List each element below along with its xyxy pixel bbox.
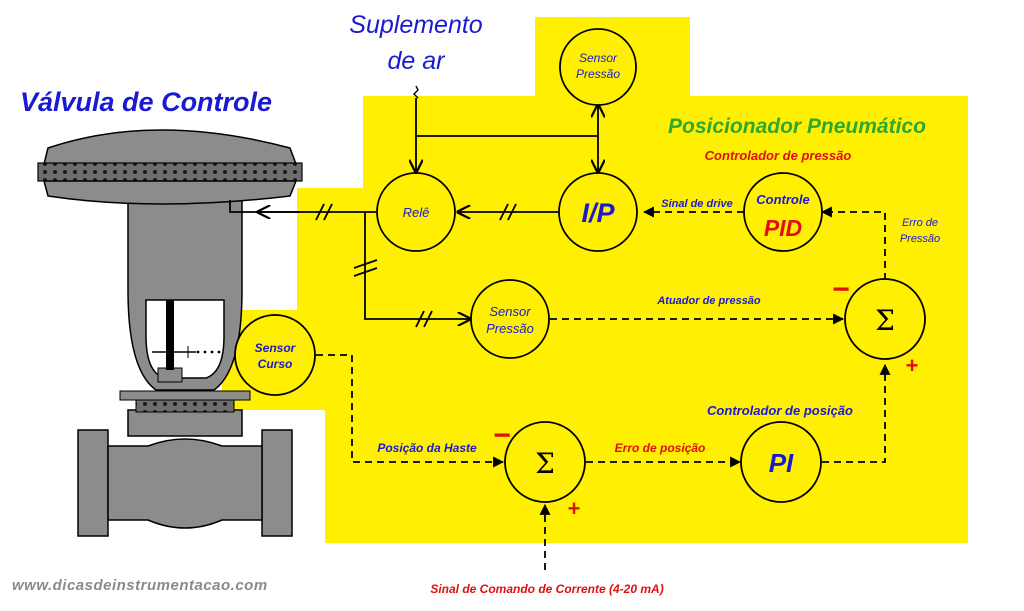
sigma-position-minus-sign: − [493, 419, 511, 452]
pi-node [740, 421, 822, 503]
drive-signal-label: Sinal de drive [661, 198, 733, 210]
sensor-pressao-top-node [559, 28, 637, 106]
erro-pressao-label-2: Pressão [900, 233, 940, 245]
rele-node [376, 172, 456, 252]
sensor-curso-node [234, 314, 316, 396]
positioner-panel [222, 17, 968, 543]
sigma-pressure-label: Σ [875, 304, 895, 337]
sigma-pressure-minus-sign: − [832, 273, 850, 306]
pressure-controller-title: Controlador de pressão [705, 148, 852, 163]
rele-label: Relê [403, 205, 430, 220]
sensor-pressao-top-label: Sensor [579, 51, 618, 65]
atuador-label: Atuador de pressão [656, 295, 761, 307]
positioner-title: Posicionador Pneumático [668, 115, 926, 138]
erro-posicao-label: Erro de posição [615, 441, 706, 455]
sensor-pressao-mid-node [470, 279, 550, 359]
pi-label: PI [769, 448, 794, 478]
sensor-pressao-mid-label: Sensor [489, 304, 531, 319]
sigma-pressure-plus-sign: + [906, 353, 919, 378]
erro-pressao-label: Erro de [902, 217, 938, 229]
sigma-position-node [504, 421, 586, 503]
website-label: www.dicasdeinstrumentacao.com [12, 577, 268, 594]
control-valve [37, 129, 303, 537]
pid-node [743, 172, 823, 252]
sensor-curso-label-2: Curso [258, 357, 293, 371]
position-controller-title: Controlador de posição [707, 403, 853, 418]
sensor-pressao-mid-label-2: Pressão [486, 321, 534, 336]
sigma-pressure-node [844, 278, 926, 360]
ip-label: I/P [581, 198, 615, 228]
comando-label: Sinal de Comando de Corrente (4-20 mA) [430, 582, 663, 596]
pid-label: PID [764, 215, 802, 241]
pid-label-top: Controle [756, 192, 809, 207]
sensor-curso-label: Sensor [255, 341, 297, 355]
sigma-position-plus-sign: + [568, 496, 581, 521]
posicao-haste-label: Posição da Haste [377, 441, 477, 455]
air-supply-label-2: de ar [388, 47, 447, 75]
sigma-position-label: Σ [535, 447, 555, 480]
valve-title: Válvula de Controle [20, 87, 272, 117]
ip-node [558, 172, 638, 252]
sensor-pressao-top-label-2: Pressão [576, 67, 620, 81]
air-supply-label: Suplemento [349, 11, 483, 39]
